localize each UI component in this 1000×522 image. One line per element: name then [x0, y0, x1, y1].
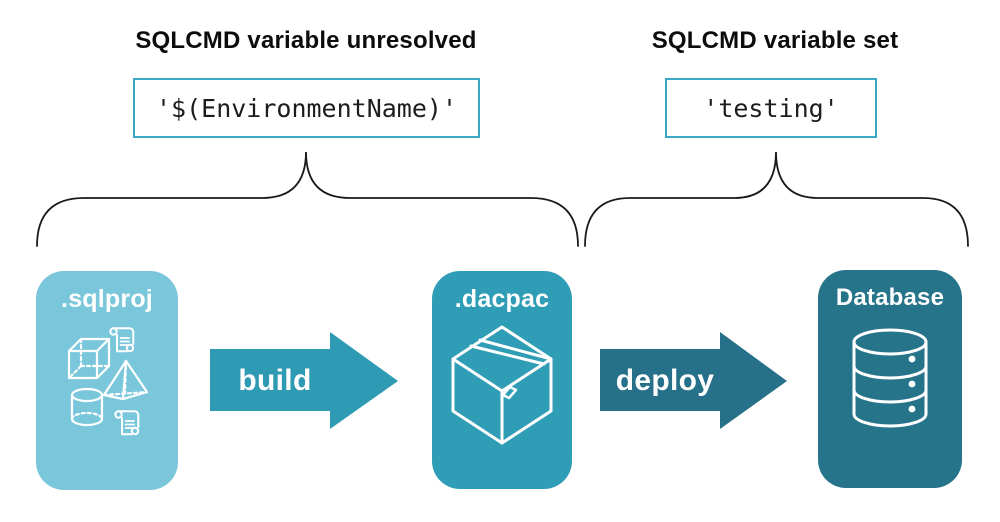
build-arrow-label: build	[238, 364, 312, 397]
stage-label: .sqlproj	[61, 285, 153, 313]
code-box-unresolved: '$(EnvironmentName)'	[133, 78, 480, 138]
cube-icon	[67, 337, 111, 380]
stage-card-dacpac: .dacpac	[432, 271, 572, 489]
stage-label: Database	[835, 284, 945, 311]
cylinder-icon	[70, 387, 104, 427]
sql-objects-icon	[67, 327, 149, 436]
db-dot	[908, 405, 916, 413]
build-arrow: build	[210, 331, 398, 431]
deploy-arrow-label: deploy	[615, 364, 715, 397]
heading-sqlcmd-set: SQLCMD variable set	[651, 27, 899, 54]
deploy-arrow: deploy	[600, 331, 787, 431]
code-value-set: 'testing'	[703, 93, 839, 123]
left-brace	[36, 151, 579, 247]
right-arrow-icon	[600, 332, 787, 429]
pyramid-icon	[102, 359, 149, 401]
db-dot	[908, 355, 916, 363]
heading-sqlcmd-unresolved: SQLCMD variable unresolved	[135, 27, 477, 54]
code-box-set: 'testing'	[665, 78, 877, 138]
right-arrow-icon	[210, 332, 398, 429]
package-box-icon	[451, 325, 553, 445]
right-brace	[584, 151, 969, 247]
stage-card-sqlproj: .sqlproj	[36, 271, 178, 490]
stage-card-database: Database	[818, 270, 962, 488]
db-dot	[908, 380, 916, 388]
code-value-unresolved: '$(EnvironmentName)'	[155, 93, 458, 123]
stage-label: .dacpac	[454, 285, 550, 313]
script-scroll-icon	[109, 327, 135, 353]
database-icon	[852, 328, 928, 428]
script-scroll-icon	[114, 410, 140, 436]
